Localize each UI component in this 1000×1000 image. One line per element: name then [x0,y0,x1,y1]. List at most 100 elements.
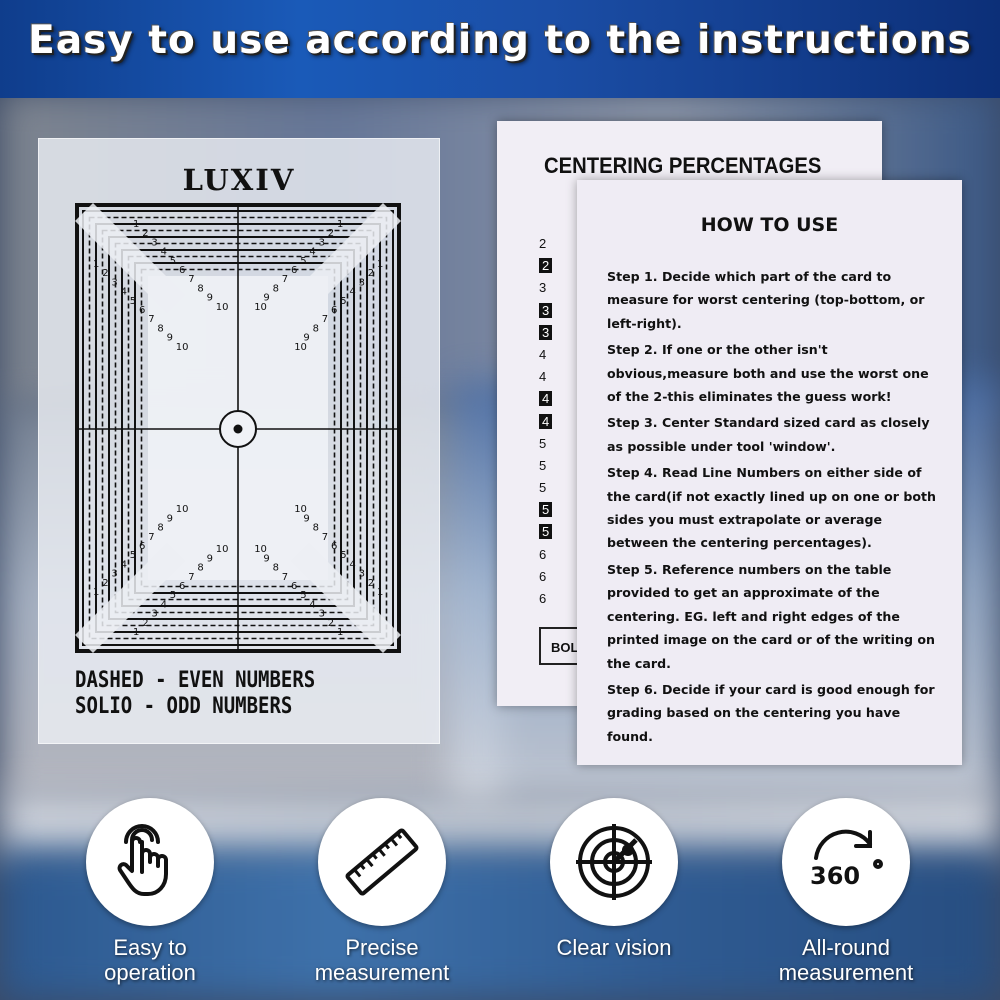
line-number-label: 4 [309,599,315,610]
percentage-row: 4 [539,411,553,433]
ruler-icon [345,828,419,896]
corner-diagonal-band [291,203,401,313]
line-number-label: 1 [377,587,383,598]
centering-grid: 1122334455667788991010112233445566778899… [75,203,401,653]
line-number-label: 6 [179,265,185,276]
percentage-row-value: 3 [539,302,553,318]
line-number-label: 4 [121,287,127,298]
line-number-label: 1 [93,587,99,598]
line-number-label: 2 [328,228,334,239]
how-to-title: HOW TO USE [700,214,839,236]
line-number-label: 5 [300,590,306,601]
line-number-label: 1 [377,259,383,270]
center-dot [233,424,243,434]
line-number-label: 8 [197,563,203,574]
features-row: Easy to operation Precise measurement [0,790,1000,1000]
line-number-label: 1 [337,627,343,638]
line-number-label: 4 [161,599,167,610]
line-number-label: 10 [254,302,267,313]
feature-label-line2: measurement [314,960,450,985]
rotate-360-icon: 360 [810,829,883,890]
percentage-row-value: 4 [539,391,553,407]
svg-text:360: 360 [810,862,860,890]
step-3: Step 3. Center Standard sized card as cl… [607,415,930,454]
line-number-label: 7 [148,314,154,325]
line-number-label: 6 [331,541,337,552]
line-number-label: 9 [303,333,309,344]
percentage-row-value: 5 [539,457,547,473]
percentage-row-value: 6 [539,591,547,606]
corner-diagonal-band [75,203,185,313]
feature-label-line1: All-round [801,935,891,960]
percentage-row-value: 4 [539,413,553,429]
line-number-label: 7 [282,572,288,583]
percentage-row: 5 [539,499,553,521]
legend-solid: SOLIO - ODD NUMBERS [75,693,293,719]
line-number-label: 6 [139,305,145,316]
line-number-label: 3 [319,609,325,620]
line-number-label: 5 [170,256,176,267]
percentage-row-value: 5 [539,435,547,451]
line-number-label: 7 [188,572,194,583]
line-number-label: 10 [216,544,229,555]
percentages-title: CENTERING PERCENTAGES [544,153,822,178]
line-number-label: 7 [322,532,328,543]
line-number-label: 2 [142,228,148,239]
corner-diagonal-band [75,543,185,653]
line-number-label: 5 [130,296,136,307]
step-1: Step 1. Decide which part of the card to… [607,269,925,331]
line-number-label: 3 [151,609,157,620]
percentage-row: 5 [539,433,552,455]
percentage-row-value: 5 [539,480,547,496]
line-number-label: 10 [176,504,189,515]
line-number-label: 3 [111,277,117,288]
line-number-label: 8 [273,563,279,574]
feature-label-line2: operation [104,960,196,985]
line-number-label: 8 [157,323,163,334]
percentage-row-value: 5 [539,524,553,540]
line-number-label: 6 [291,581,297,592]
frame-line [127,255,349,601]
percentage-row: 3 [539,300,553,322]
line-number-label: 9 [207,293,213,304]
percentage-row-value: 2 [539,258,553,274]
line-number-label: 2 [102,268,108,279]
line-number-label: 9 [303,513,309,524]
line-number-label: 4 [309,247,315,258]
line-number-label: 10 [294,342,307,353]
feature-circle [550,798,678,926]
feature-label-line2: measurement [778,960,914,985]
line-number-label: 4 [349,559,355,570]
percentage-row: 6 [539,544,552,566]
percentage-row-value: 3 [539,324,553,340]
line-number-label: 8 [273,283,279,294]
percentage-row: 5 [539,521,553,543]
line-number-label: 6 [139,541,145,552]
line-number-label: 1 [133,219,139,230]
line-number-label: 1 [133,627,139,638]
line-number-label: 5 [340,296,346,307]
feature-label-line1: Clear vision [556,935,672,960]
crosshair-target-icon [576,824,652,900]
header-banner: Easy to use according to the instruction… [0,0,1000,98]
percentage-row-value: 2 [539,236,547,251]
line-number-label: 4 [121,559,127,570]
line-number-label: 4 [349,287,355,298]
line-number-label: 5 [130,550,136,561]
line-number-label: 10 [176,342,189,353]
line-number-label: 3 [151,237,157,248]
line-number-label: 3 [319,237,325,248]
page-title: Easy to use according to the instruction… [28,18,972,63]
feature-label-line1: Easy to [113,935,187,960]
percentage-row: 2 [539,255,553,277]
line-number-label: 3 [111,569,117,580]
line-number-label: 10 [216,302,229,313]
line-number-label: 8 [197,283,203,294]
percentage-row: 4 [539,388,553,410]
brand-logo: LUXIV [182,163,296,197]
line-number-label: 10 [294,504,307,515]
line-number-label: 2 [102,578,108,589]
feature-label-line1: Precise [345,935,419,960]
line-number-label: 2 [368,578,374,589]
line-number-label: 1 [337,219,343,230]
